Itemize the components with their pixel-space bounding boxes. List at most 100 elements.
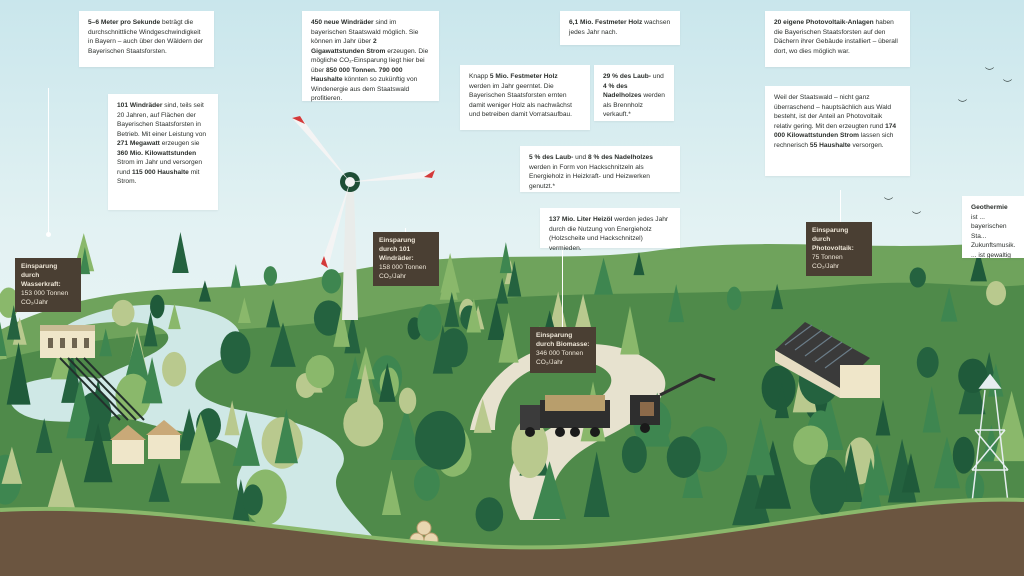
card-text-run: 450 neue Windräder bbox=[311, 19, 374, 26]
conifer-tree bbox=[440, 252, 460, 293]
card-text-run: erzeugen sie bbox=[159, 140, 200, 148]
conifer-tree bbox=[148, 463, 170, 502]
savings-tag-photovoltaik: Einsparung durch Photovoltaik: 75 Tonnen… bbox=[806, 222, 872, 277]
conifer-tree bbox=[6, 342, 31, 405]
conifer-tree bbox=[172, 232, 189, 274]
deciduous-tree bbox=[761, 365, 796, 411]
savings-tag-title: Einsparung durch Photovoltaik: bbox=[812, 227, 854, 252]
conifer-tree bbox=[583, 451, 610, 517]
conifer-tree bbox=[230, 264, 241, 288]
deciduous-tree bbox=[242, 484, 263, 516]
card-text-run: 360 Mio. Kilowattstunden bbox=[117, 149, 197, 157]
deciduous-tree bbox=[986, 281, 1007, 306]
conifer-tree bbox=[35, 418, 53, 453]
card-text-run: 29 % des Laub- bbox=[603, 73, 652, 80]
conifer-tree bbox=[901, 453, 921, 493]
conifer-tree bbox=[232, 412, 260, 466]
card-text-run: haben die Bayerischen Staatsforsten auf … bbox=[774, 19, 898, 55]
conifer-tree bbox=[224, 400, 240, 436]
conifer-tree bbox=[940, 287, 958, 322]
connector-line bbox=[48, 88, 49, 236]
info-card-wind-speed: 5–6 Meter pro Sekunde beträgt die durchs… bbox=[79, 11, 214, 67]
info-card-festmeter-6: 6,1 Mio. Festmeter Holz wachsen jedes Ja… bbox=[560, 11, 680, 45]
card-text-run: Strom im Jahr und versorgen rund bbox=[117, 159, 203, 176]
deciduous-tree bbox=[621, 435, 647, 474]
card-text-run: 5 Mio. Festmeter Holz bbox=[489, 73, 558, 80]
conifer-tree bbox=[532, 461, 567, 520]
deciduous-tree bbox=[793, 425, 829, 466]
savings-tag-windraeder: Einsparung durch 101 Windräder: 158 000 … bbox=[373, 232, 439, 287]
grass-edge bbox=[0, 497, 1024, 550]
card-text-run: 115 000 Haushalte bbox=[132, 168, 189, 176]
solar-panel-icon bbox=[775, 322, 880, 398]
deciduous-tree bbox=[511, 418, 549, 479]
conifer-tree bbox=[7, 305, 21, 340]
truck-icon bbox=[520, 395, 610, 437]
card-text-run: Weil der Staatswald – nicht ganz überras… bbox=[774, 94, 892, 130]
info-card-windraeder-101: 101 Windräder sind, teils seit 20 Jahren… bbox=[108, 94, 218, 210]
conifer-tree bbox=[857, 457, 885, 523]
deciduous-tree bbox=[162, 351, 187, 387]
card-text-run: Geothermie bbox=[971, 204, 1008, 211]
card-text-run: 174 000 Kilowattstunden Strom bbox=[774, 122, 897, 140]
info-card-photovoltaik-20: 20 eigene Photovoltaik-Anlagen haben die… bbox=[765, 11, 910, 67]
conifer-tree bbox=[237, 297, 251, 324]
deciduous-tree bbox=[909, 267, 926, 288]
card-text-run: 850 000 Tonnen. 790 000 Haushalte bbox=[311, 66, 403, 84]
card-text-run: wachsen jedes Jahr nach. bbox=[569, 19, 671, 36]
card-text-run: und bbox=[651, 73, 664, 80]
deciduous-tree bbox=[952, 436, 975, 474]
bird-icon: ︶ bbox=[912, 211, 922, 221]
savings-tag-value: 153 000 Tonnen CO₂/Jahr bbox=[21, 289, 69, 306]
savings-tag-wasserkraft: Einsparung durch Wasserkraft: 153 000 To… bbox=[15, 258, 81, 313]
info-card-heizoel: 137 Mio. Liter Heizöl werden jedes Jahr … bbox=[540, 208, 680, 252]
deciduous-tree bbox=[398, 387, 417, 414]
conifer-tree bbox=[487, 300, 506, 341]
conifer-tree bbox=[746, 417, 775, 476]
conifer-tree bbox=[1, 446, 23, 484]
conifer-tree bbox=[572, 294, 594, 338]
wood-chipper-icon bbox=[630, 373, 716, 433]
card-text-run: werden als Brennholz verkauft.* bbox=[603, 92, 665, 119]
savings-tag-value: 75 Tonnen CO₂/Jahr bbox=[812, 253, 843, 270]
card-text-run: 8 % des Nadelholzes bbox=[588, 154, 653, 161]
card-text-run: 101 Windräder bbox=[117, 102, 163, 109]
deciduous-tree bbox=[263, 266, 278, 286]
deciduous-tree bbox=[305, 354, 335, 389]
savings-tag-value: 346 000 Tonnen CO₂/Jahr bbox=[536, 349, 584, 366]
conifer-tree bbox=[444, 291, 460, 327]
conifer-tree bbox=[498, 312, 519, 363]
conifer-tree bbox=[682, 452, 703, 499]
conifer-tree bbox=[507, 260, 522, 297]
conifer-tree bbox=[66, 377, 95, 439]
conifer-tree bbox=[274, 408, 298, 464]
card-text-run: ist ... bayerischen Sta... Zukunftsmusik… bbox=[971, 213, 1016, 258]
deciduous-tree bbox=[958, 358, 988, 394]
bird-icon: ︶ bbox=[1003, 79, 1013, 89]
conifer-tree bbox=[270, 322, 296, 367]
card-text-run: beträgt die durchschnittliche Windgeschw… bbox=[88, 19, 204, 55]
card-text-run: erzeugen. Die mögliche CO₂-Einsparung li… bbox=[311, 47, 429, 74]
conifer-tree bbox=[390, 406, 422, 460]
conifer-tree bbox=[381, 470, 401, 516]
bird-icon: ︶ bbox=[958, 99, 968, 109]
conifer-tree bbox=[266, 299, 281, 328]
conifer-tree bbox=[0, 321, 7, 357]
conifer-tree bbox=[473, 398, 492, 433]
deciduous-tree bbox=[809, 456, 847, 517]
deciduous-tree bbox=[111, 299, 135, 327]
conifer-tree bbox=[180, 413, 221, 484]
deciduous-tree bbox=[439, 328, 468, 368]
card-text-run: 6,1 Mio. Festmeter Holz bbox=[569, 19, 643, 26]
conifer-tree bbox=[99, 328, 113, 357]
savings-tag-biomasse: Einsparung durch Biomasse: 346 000 Tonne… bbox=[530, 327, 596, 373]
bird-icon: ︶ bbox=[884, 197, 894, 207]
deciduous-tree bbox=[475, 497, 504, 532]
conifer-tree bbox=[79, 246, 91, 275]
hydro-plant-icon bbox=[40, 325, 145, 421]
farm-houses bbox=[110, 420, 182, 464]
conifer-tree bbox=[43, 459, 79, 522]
card-text-run: mit Strom. bbox=[117, 168, 200, 186]
conifer-tree bbox=[922, 386, 941, 433]
